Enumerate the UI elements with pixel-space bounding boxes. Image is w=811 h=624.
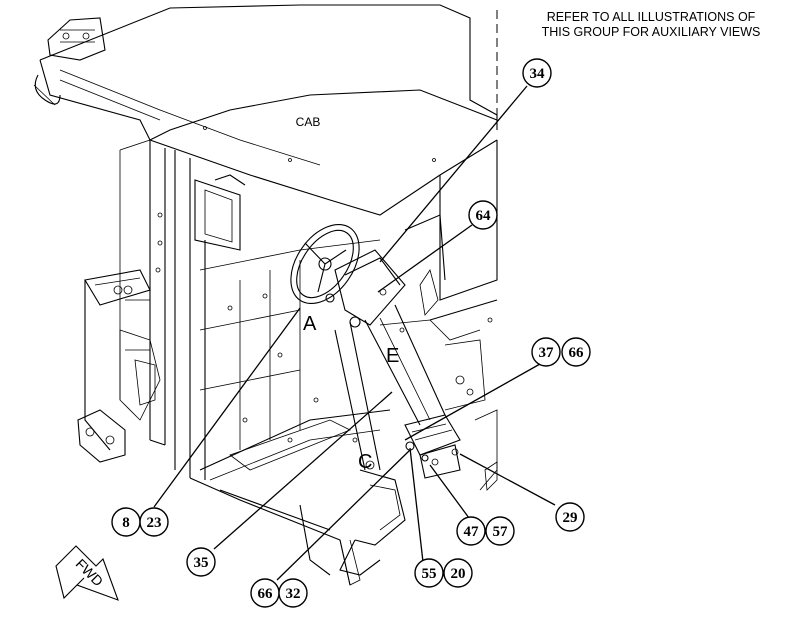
- svg-text:66: 66: [569, 345, 585, 361]
- svg-text:35: 35: [194, 555, 209, 571]
- callout-55: 55: [414, 558, 444, 588]
- callout-35: 35: [186, 547, 216, 577]
- callout-32: 32: [278, 578, 308, 608]
- svg-text:66: 66: [258, 586, 274, 602]
- svg-text:64: 64: [476, 208, 492, 224]
- svg-text:47: 47: [464, 524, 480, 540]
- svg-text:8: 8: [122, 515, 130, 531]
- zone-label-e: E: [386, 345, 399, 367]
- cab-frame: [33, 4, 498, 586]
- svg-text:34: 34: [530, 66, 546, 82]
- svg-text:23: 23: [147, 515, 162, 531]
- zone-label-c: C: [358, 451, 372, 473]
- callout-20: 20: [443, 558, 473, 588]
- callout-34: 34: [522, 58, 552, 88]
- callout-57: 57: [485, 516, 515, 546]
- note-line-1: REFER TO ALL ILLUSTRATIONS OF: [547, 10, 756, 24]
- callout-8: 8: [111, 507, 141, 537]
- svg-text:29: 29: [563, 510, 578, 526]
- forward-arrow-icon: FWD: [55, 545, 119, 601]
- callout-37: 37: [531, 337, 561, 367]
- svg-text:37: 37: [539, 345, 555, 361]
- callout-64: 64: [468, 200, 498, 230]
- callout-29: 29: [555, 502, 585, 532]
- note-line-2: THIS GROUP FOR AUXILIARY VIEWS: [542, 25, 761, 39]
- zone-label-a: A: [303, 313, 317, 335]
- callout-66-lower: 66: [250, 578, 280, 608]
- leader-lines: [153, 85, 556, 581]
- steering-wheel: [290, 223, 360, 305]
- svg-text:55: 55: [422, 566, 437, 582]
- callout-47: 47: [456, 516, 486, 546]
- svg-text:32: 32: [286, 586, 301, 602]
- svg-text:57: 57: [493, 524, 509, 540]
- cab-label: CAB: [296, 115, 321, 129]
- callout-66-upper: 66: [561, 337, 591, 367]
- steering-column: [325, 249, 461, 576]
- callout-23: 23: [139, 507, 169, 537]
- svg-text:20: 20: [451, 566, 466, 582]
